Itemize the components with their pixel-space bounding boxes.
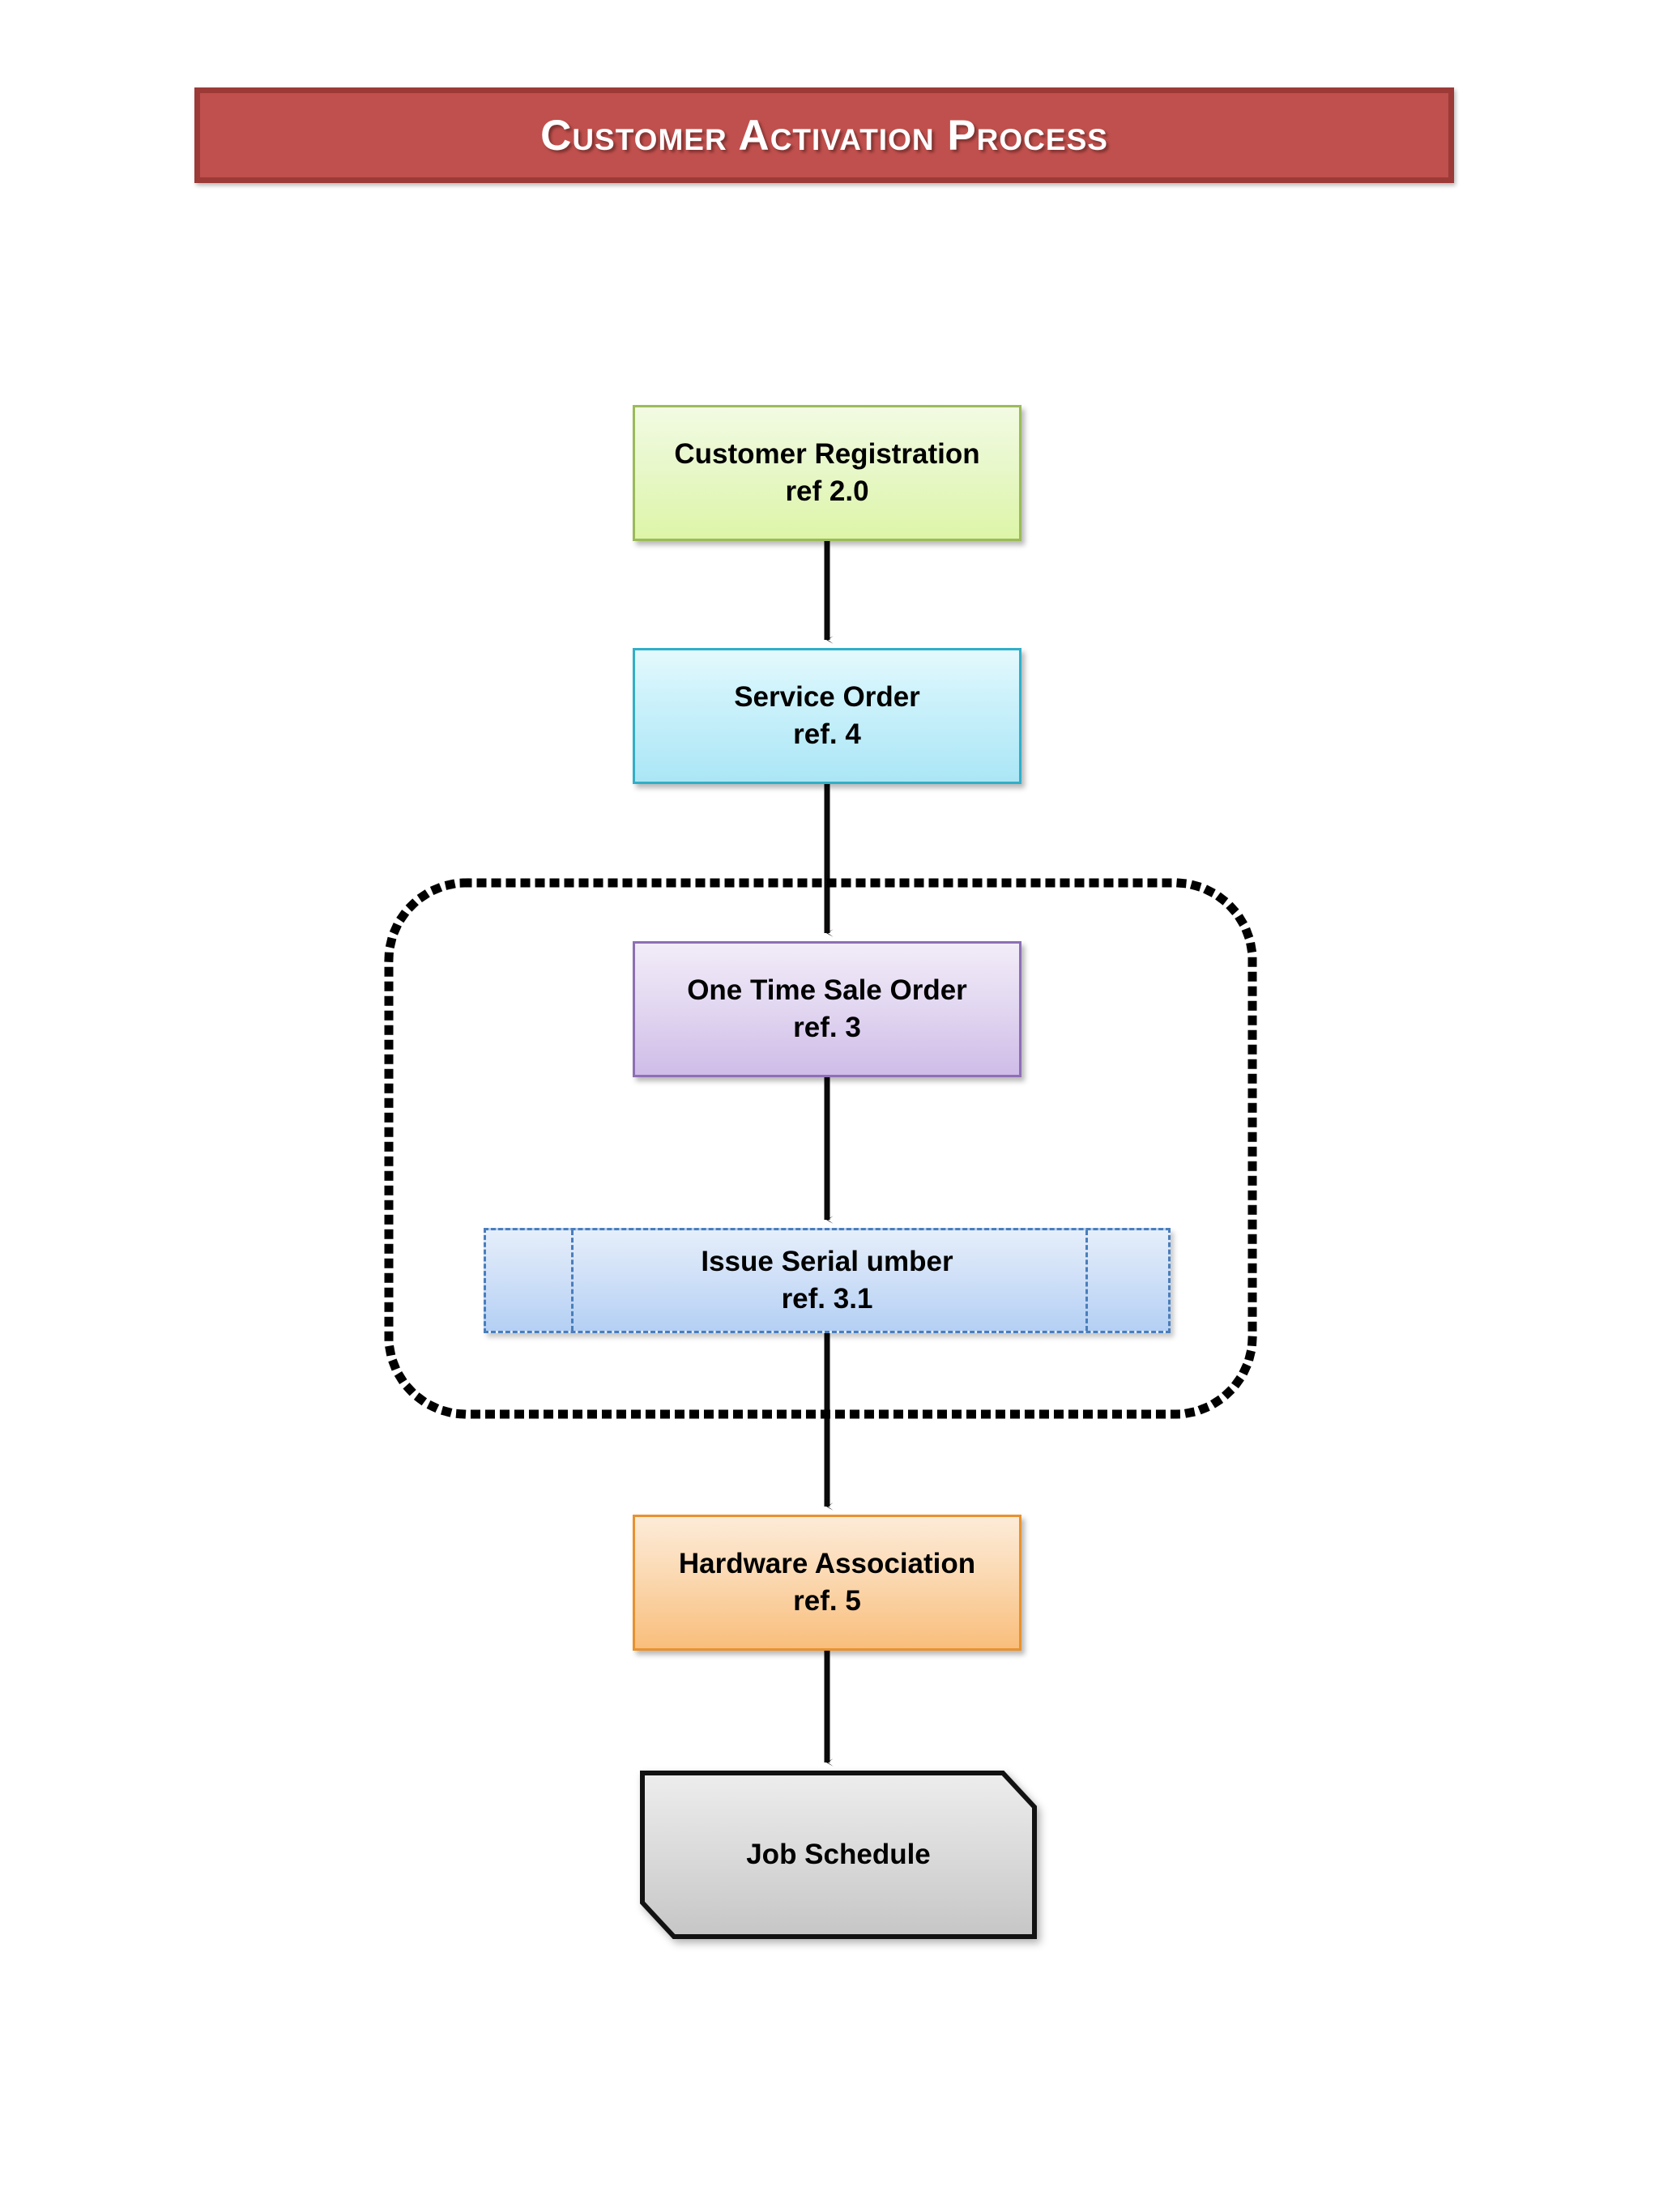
- node-issue-serial-number[interactable]: Issue Serial umber ref. 3.1: [484, 1228, 1171, 1333]
- page-title-banner: Customer Activation Process: [194, 87, 1454, 183]
- node-customer-registration-title: Customer Registration: [674, 437, 980, 470]
- predefined-process-right-rule: [1085, 1230, 1088, 1331]
- group-dotted-outline: [384, 878, 1257, 1419]
- node-service-order-title: Service Order: [734, 680, 920, 713]
- node-hardware-association-ref: ref. 5: [793, 1585, 861, 1617]
- job-schedule-shape: [640, 1771, 1037, 1939]
- predefined-process-left-rule: [571, 1230, 574, 1331]
- node-job-schedule[interactable]: Job Schedule: [640, 1771, 1037, 1939]
- node-customer-registration-ref: ref 2.0: [785, 475, 869, 507]
- node-hardware-association-title: Hardware Association: [678, 1547, 976, 1579]
- node-issue-serial-number-title: Issue Serial umber: [701, 1245, 953, 1277]
- page-title: Customer Activation Process: [540, 111, 1108, 160]
- node-service-order-ref: ref. 4: [793, 718, 861, 750]
- node-one-time-sale-order-ref: ref. 3: [793, 1012, 861, 1043]
- one-time-sale-group-boundary: [382, 876, 1259, 1421]
- node-hardware-association[interactable]: Hardware Association ref. 5: [633, 1515, 1021, 1651]
- node-issue-serial-number-ref: ref. 3.1: [781, 1283, 873, 1315]
- node-one-time-sale-order-title: One Time Sale Order: [687, 974, 967, 1006]
- node-job-schedule-title: Job Schedule: [746, 1839, 931, 1870]
- node-customer-registration[interactable]: Customer Registration ref 2.0: [633, 405, 1021, 541]
- node-service-order[interactable]: Service Order ref. 4: [633, 648, 1021, 784]
- node-one-time-sale-order[interactable]: One Time Sale Order ref. 3: [633, 941, 1021, 1077]
